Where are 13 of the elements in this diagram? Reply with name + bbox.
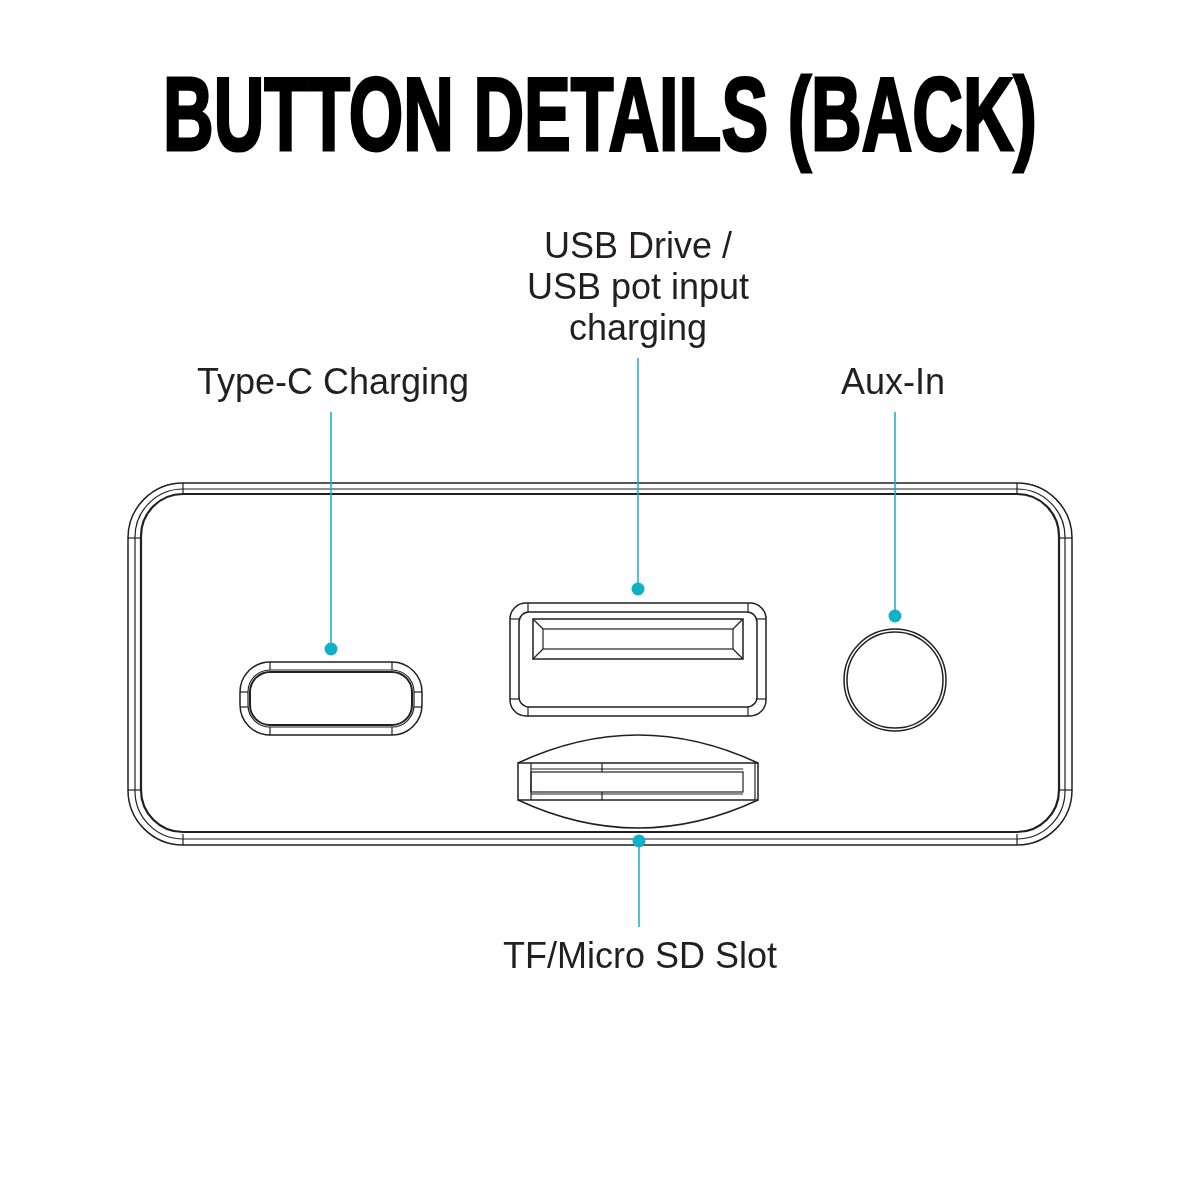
page-title: BUTTON DETAILS (BACK) xyxy=(162,55,1038,174)
leader-line xyxy=(888,411,902,623)
audio-jack xyxy=(842,627,948,733)
memory-card-slot xyxy=(516,733,762,830)
leader-line xyxy=(632,834,646,928)
port-label: TF/Micro SD Slot xyxy=(503,935,778,976)
leader-line xyxy=(324,411,338,656)
usb-a-port xyxy=(508,600,768,718)
port-label: Type-C Charging xyxy=(197,361,470,402)
usb-c-port xyxy=(238,660,424,737)
leader-line xyxy=(631,357,645,596)
port-label: USB Drive / USB pot input charging xyxy=(526,225,750,348)
port-label: Aux-In xyxy=(841,361,946,402)
